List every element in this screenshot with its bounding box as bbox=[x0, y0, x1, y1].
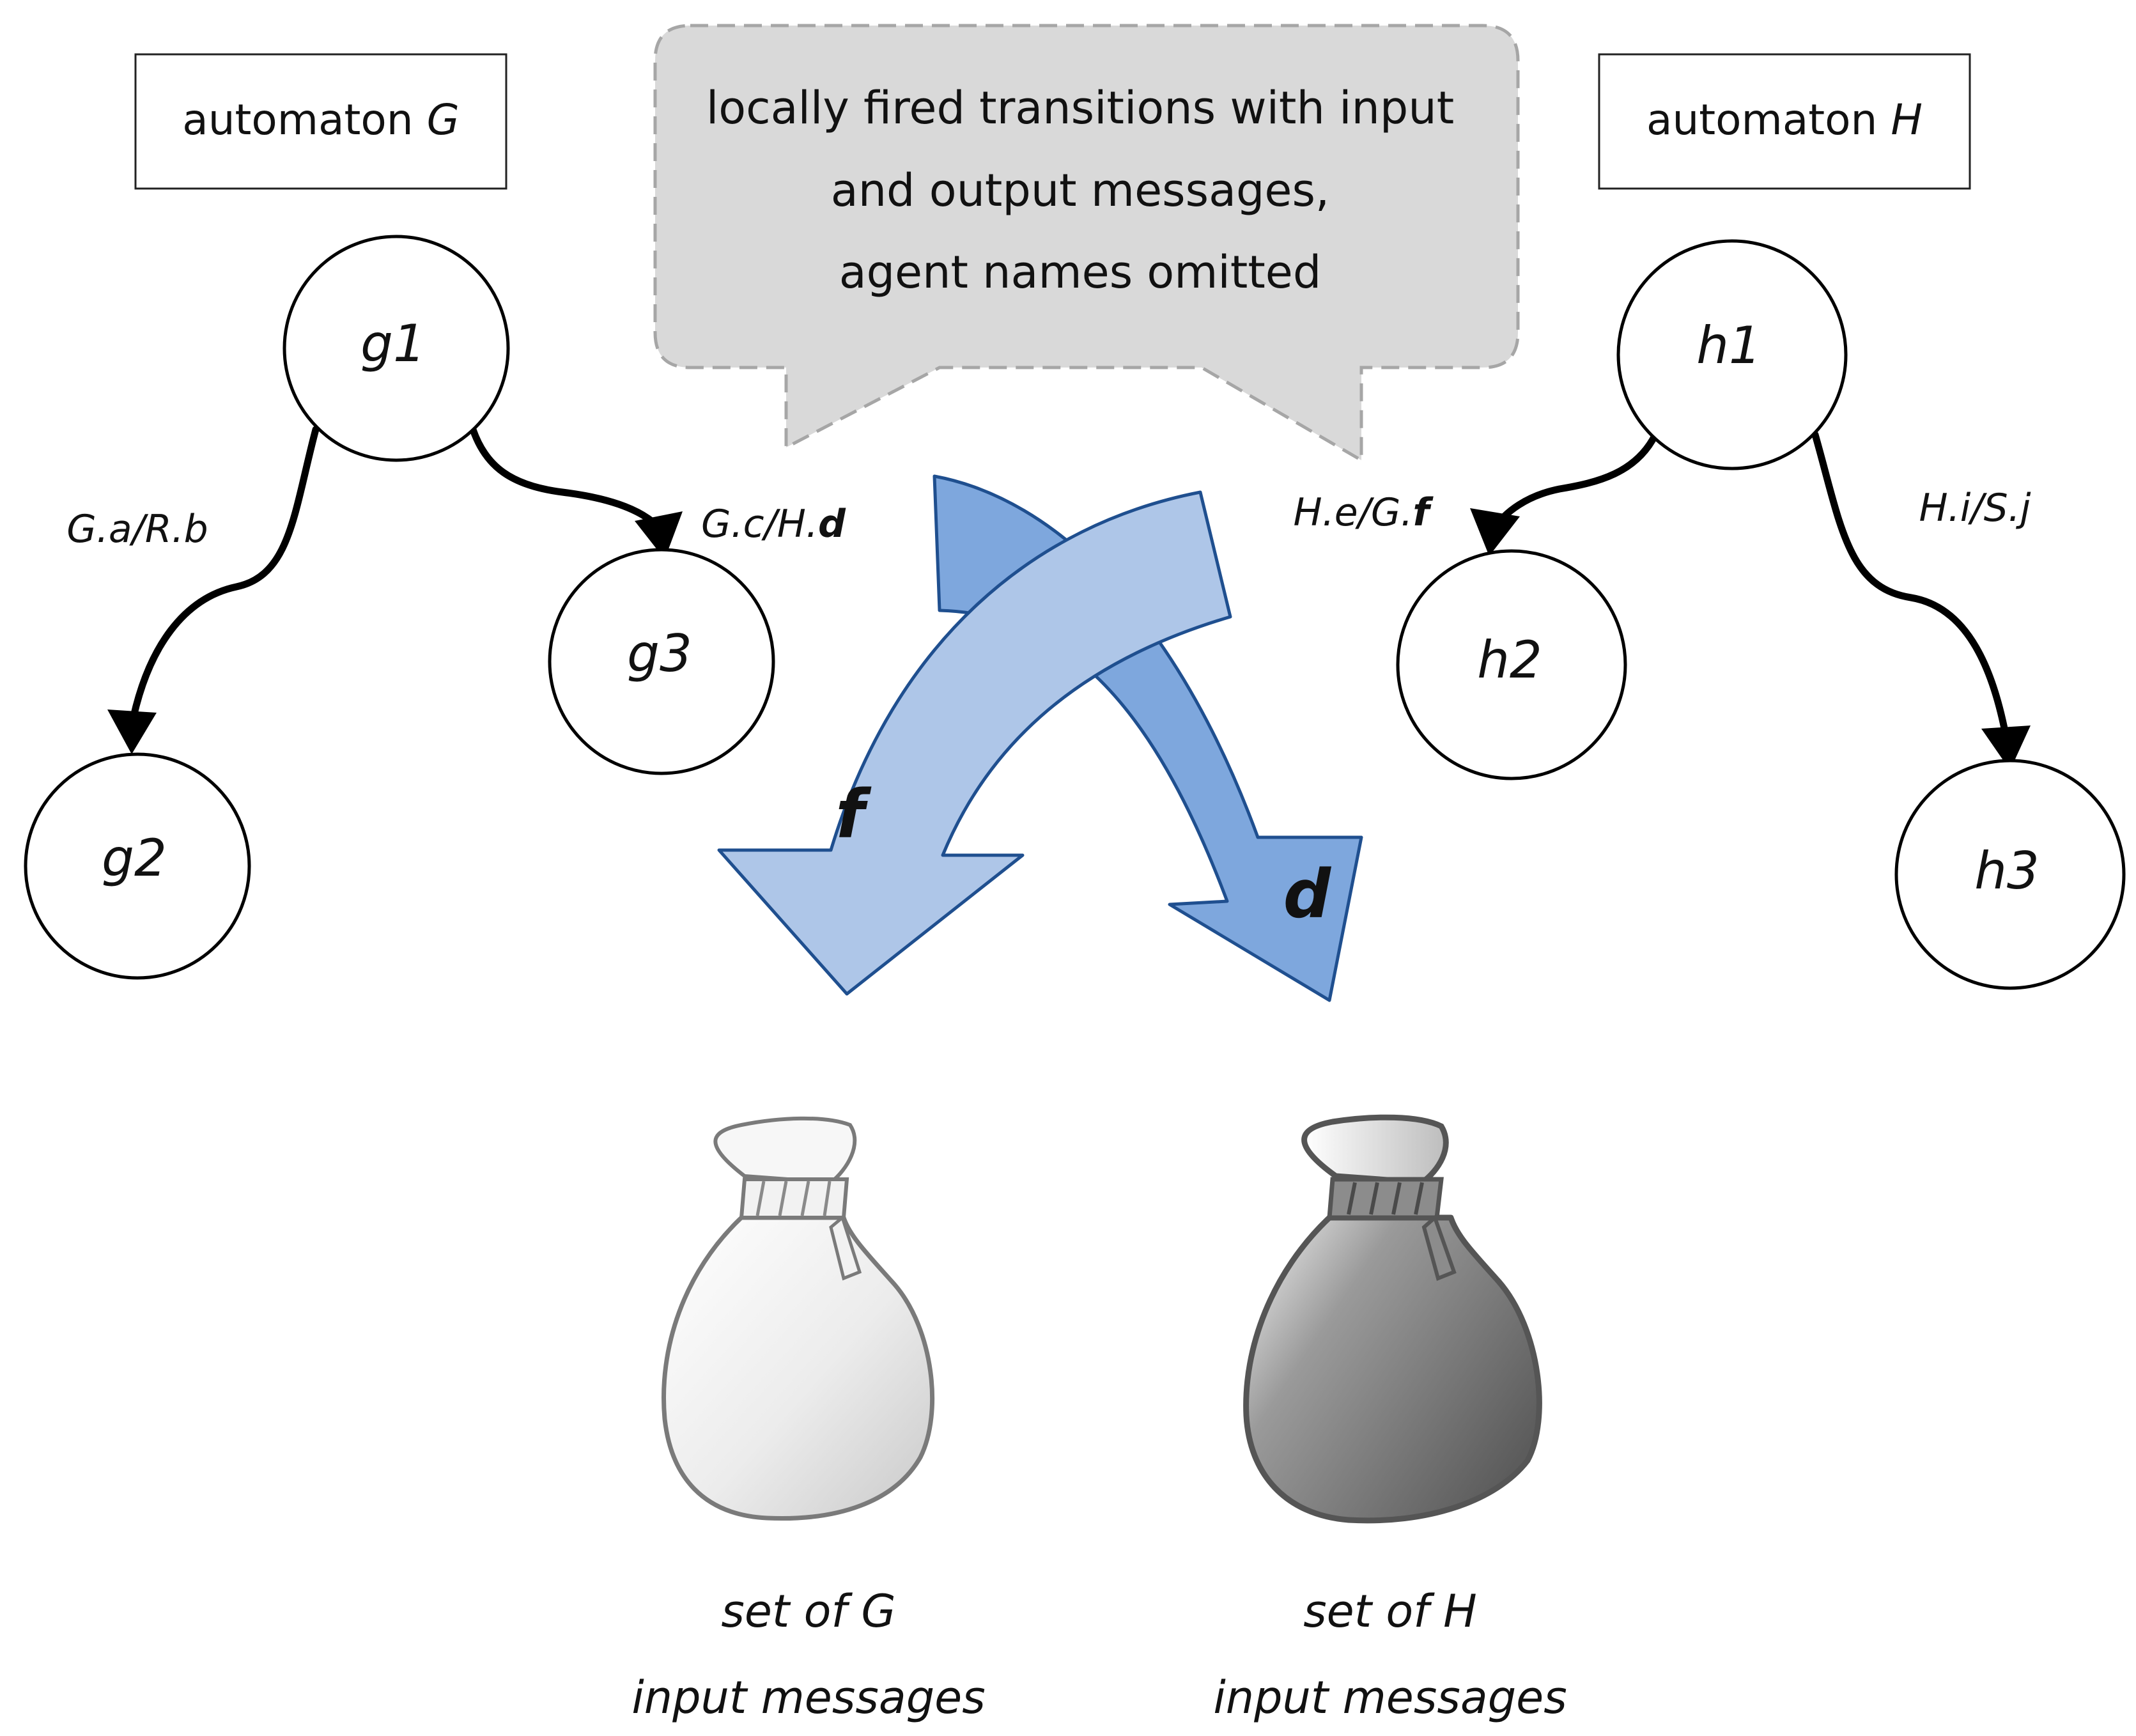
bag-h-body bbox=[1243, 1214, 1542, 1524]
bag-h-neck bbox=[1301, 1114, 1449, 1186]
automaton-h-label-prefix: automaton bbox=[1646, 95, 1891, 144]
edge-h1-h2-arrowhead bbox=[1470, 508, 1520, 556]
transition-h1-h2-label: H.e/G.f bbox=[1294, 490, 1434, 535]
arrow-label-d: d bbox=[1283, 855, 1332, 933]
callout-line-1: locally fired transitions with input bbox=[706, 82, 1454, 134]
transition-g1-g3-output: d bbox=[818, 502, 846, 546]
state-h1 bbox=[1616, 239, 1848, 470]
bag-h-tie-stripes bbox=[1347, 1182, 1424, 1215]
state-h3-label: h3 bbox=[1974, 841, 2039, 901]
automaton-g-label-box bbox=[134, 53, 507, 190]
edge-h1-h3 bbox=[1811, 431, 2011, 745]
state-h1-label: h1 bbox=[1696, 316, 1761, 375]
edge-g1-g3-arrowhead bbox=[635, 511, 683, 559]
state-g3-label: g3 bbox=[627, 624, 692, 683]
state-g3 bbox=[548, 548, 775, 775]
transition-g1-g3-prefix: G.c/H. bbox=[701, 502, 818, 546]
bag-g-body bbox=[662, 1215, 935, 1521]
transition-h1-h3-label: H.i/S.j bbox=[1919, 486, 2031, 531]
callout-line-2: and output messages, bbox=[831, 164, 1329, 217]
automaton-h-label-name: H bbox=[1891, 95, 1923, 144]
bag-g-tie-stripes bbox=[755, 1181, 832, 1216]
bag-h-caption-line-1: set of H bbox=[1303, 1585, 1477, 1638]
edge-g1-g2 bbox=[127, 426, 320, 732]
state-g1-label: g1 bbox=[360, 314, 426, 373]
automaton-g: automaton G g1 g2 g3 G.a/R.b G.c/H.d bbox=[24, 53, 846, 980]
edge-h1-h2 bbox=[1489, 431, 1659, 534]
arrow-f-to-g bbox=[717, 490, 1232, 996]
bag-h-tie bbox=[1327, 1177, 1444, 1220]
transition-h1-h2-output: f bbox=[1412, 490, 1434, 535]
edge-h1-h3-arrowhead bbox=[1981, 725, 2031, 770]
automaton-g-label-name: G bbox=[427, 95, 460, 144]
bag-h-tie-tail bbox=[1421, 1214, 1457, 1282]
state-g2 bbox=[24, 752, 251, 980]
automaton-g-label: automaton G bbox=[182, 95, 460, 144]
state-h2 bbox=[1396, 549, 1627, 780]
bag-h-caption-line-2: input messages bbox=[1213, 1671, 1567, 1724]
state-h3 bbox=[1894, 759, 2126, 990]
message-arrows: f d bbox=[717, 474, 1363, 1002]
bag-g-tie-tail bbox=[829, 1214, 862, 1281]
edge-g1-g3 bbox=[469, 426, 665, 534]
bag-g-neck bbox=[713, 1116, 857, 1185]
bag-g-caption-line-2: input messages bbox=[631, 1671, 985, 1724]
edge-g1-g2-arrowhead bbox=[107, 709, 157, 754]
bag-g: set of G input messages bbox=[631, 1116, 986, 1724]
bag-g-caption-line-1: set of G bbox=[721, 1585, 895, 1638]
transition-g1-g3-label: G.c/H.d bbox=[701, 502, 846, 546]
bag-h: set of H input messages bbox=[1213, 1114, 1567, 1724]
automaton-h-label: automaton H bbox=[1646, 95, 1923, 144]
transition-h1-h2-prefix: H.e/G. bbox=[1294, 490, 1413, 535]
automaton-h: automaton H h1 h2 h3 H.e/G.f H.i/S.j bbox=[1294, 53, 2126, 990]
callout-line-3: agent names omitted bbox=[839, 246, 1322, 298]
callout: locally fired transitions with input and… bbox=[653, 24, 1520, 463]
state-g1 bbox=[282, 235, 510, 462]
state-g2-label: g2 bbox=[102, 828, 167, 888]
state-h2-label: h2 bbox=[1477, 630, 1542, 690]
transition-g1-g2-label: G.a/R.b bbox=[66, 507, 208, 552]
automaton-g-label-prefix: automaton bbox=[182, 95, 426, 144]
automaton-h-label-box bbox=[1598, 53, 1971, 190]
callout-bubble bbox=[653, 24, 1520, 463]
